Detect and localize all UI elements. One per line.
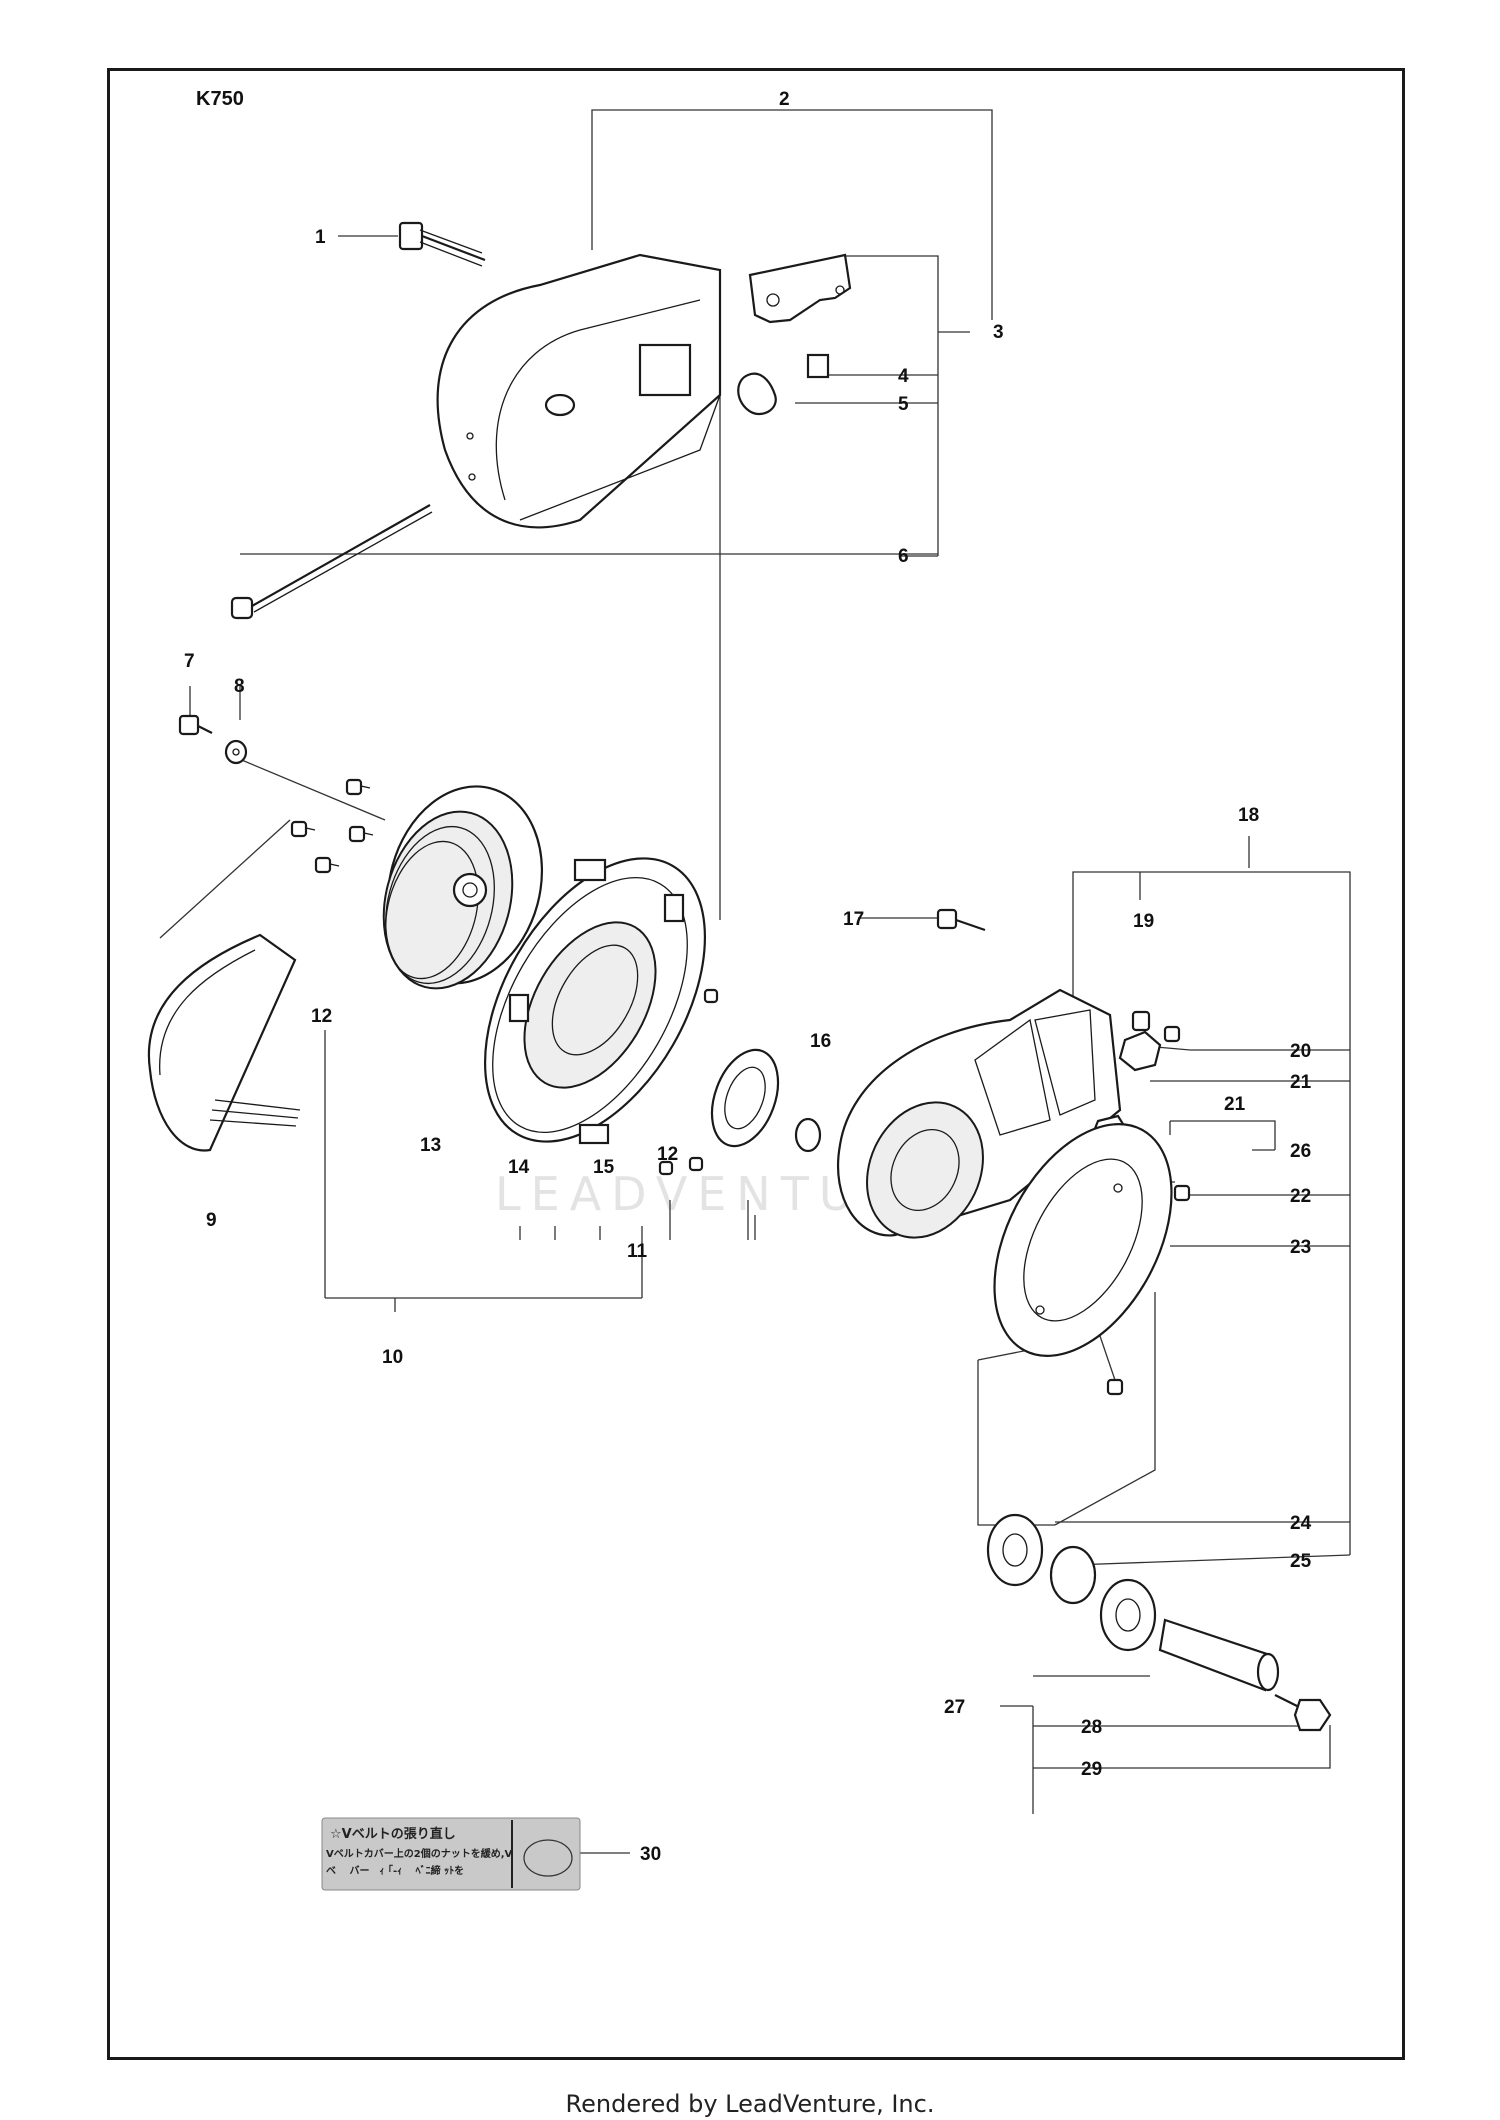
callout-6: 6 (898, 546, 909, 567)
footer-credit: Rendered by LeadVenture, Inc. (565, 2090, 935, 2118)
callout-25: 25 (1290, 1551, 1312, 1572)
callout-numbers: 1 2 3 4 5 6 7 8 9 10 11 12 12 13 14 15 1… (184, 89, 1312, 1865)
callout-10: 10 (382, 1347, 403, 1368)
callout-16: 16 (810, 1031, 831, 1052)
decal-line-2: ベ バー ｨ ｢-ｨ ﾍﾞﾆ締 ｯﾄを (326, 1864, 464, 1877)
callout-27: 27 (944, 1697, 965, 1718)
callout-7: 7 (184, 651, 195, 672)
bolt-1 (398, 221, 486, 267)
callout-11: 11 (627, 1241, 648, 1262)
callout-30: 30 (640, 1844, 661, 1865)
callout-18: 18 (1238, 805, 1259, 826)
ring-23 (993, 1123, 1173, 1396)
callout-26: 26 (1290, 1141, 1311, 1162)
cover-assembly (837, 988, 1191, 1239)
callout-1: 1 (315, 227, 326, 248)
callout-22: 22 (1290, 1186, 1311, 1207)
decal-30: ☆Vベルトの張り直し Vベルトカバー上の2個のナットを緩め,V ベ バー ｨ ｢… (321, 1817, 581, 1891)
clutch-plate (483, 857, 707, 1145)
model-label: K750 (196, 88, 244, 110)
belt-guard-part (436, 253, 722, 529)
callout-19: 19 (1133, 911, 1154, 932)
long-bolt-6 (230, 504, 433, 620)
drawing-frame (107, 68, 1405, 2060)
clutch-screws (658, 988, 719, 1176)
callout-21a: 21 (1290, 1072, 1312, 1093)
screw-17 (936, 908, 986, 932)
callout-29: 29 (1081, 1759, 1102, 1780)
callout-2: 2 (779, 89, 790, 110)
callout-5: 5 (898, 394, 909, 415)
screw-washer-7-8 (178, 714, 248, 765)
bracket-3 (737, 253, 852, 416)
callout-21b: 21 (1224, 1094, 1246, 1115)
callout-12a: 12 (311, 1006, 332, 1027)
callout-13: 13 (420, 1135, 441, 1156)
callout-17: 17 (843, 909, 864, 930)
callout-15: 15 (593, 1157, 615, 1178)
leader-lines (159, 109, 1351, 1854)
v-belt-9 (147, 933, 301, 1152)
callout-24: 24 (1290, 1513, 1312, 1534)
callout-9: 9 (206, 1210, 217, 1231)
seal-16 (710, 1048, 822, 1153)
callout-12b: 12 (657, 1144, 678, 1165)
callout-23: 23 (1290, 1237, 1311, 1258)
callout-4: 4 (898, 366, 909, 387)
shaft-assembly (986, 1513, 1332, 1732)
decal-title: ☆Vベルトの張り直し (330, 1826, 456, 1842)
callout-14: 14 (508, 1157, 530, 1178)
callout-20: 20 (1290, 1041, 1311, 1062)
decal-line-1: Vベルトカバー上の2個のナットを緩め,V (326, 1847, 512, 1860)
callout-8: 8 (234, 676, 245, 697)
callout-28: 28 (1081, 1717, 1102, 1738)
callout-3: 3 (993, 322, 1004, 343)
pulley (382, 785, 544, 990)
pulley-screws (290, 778, 374, 874)
